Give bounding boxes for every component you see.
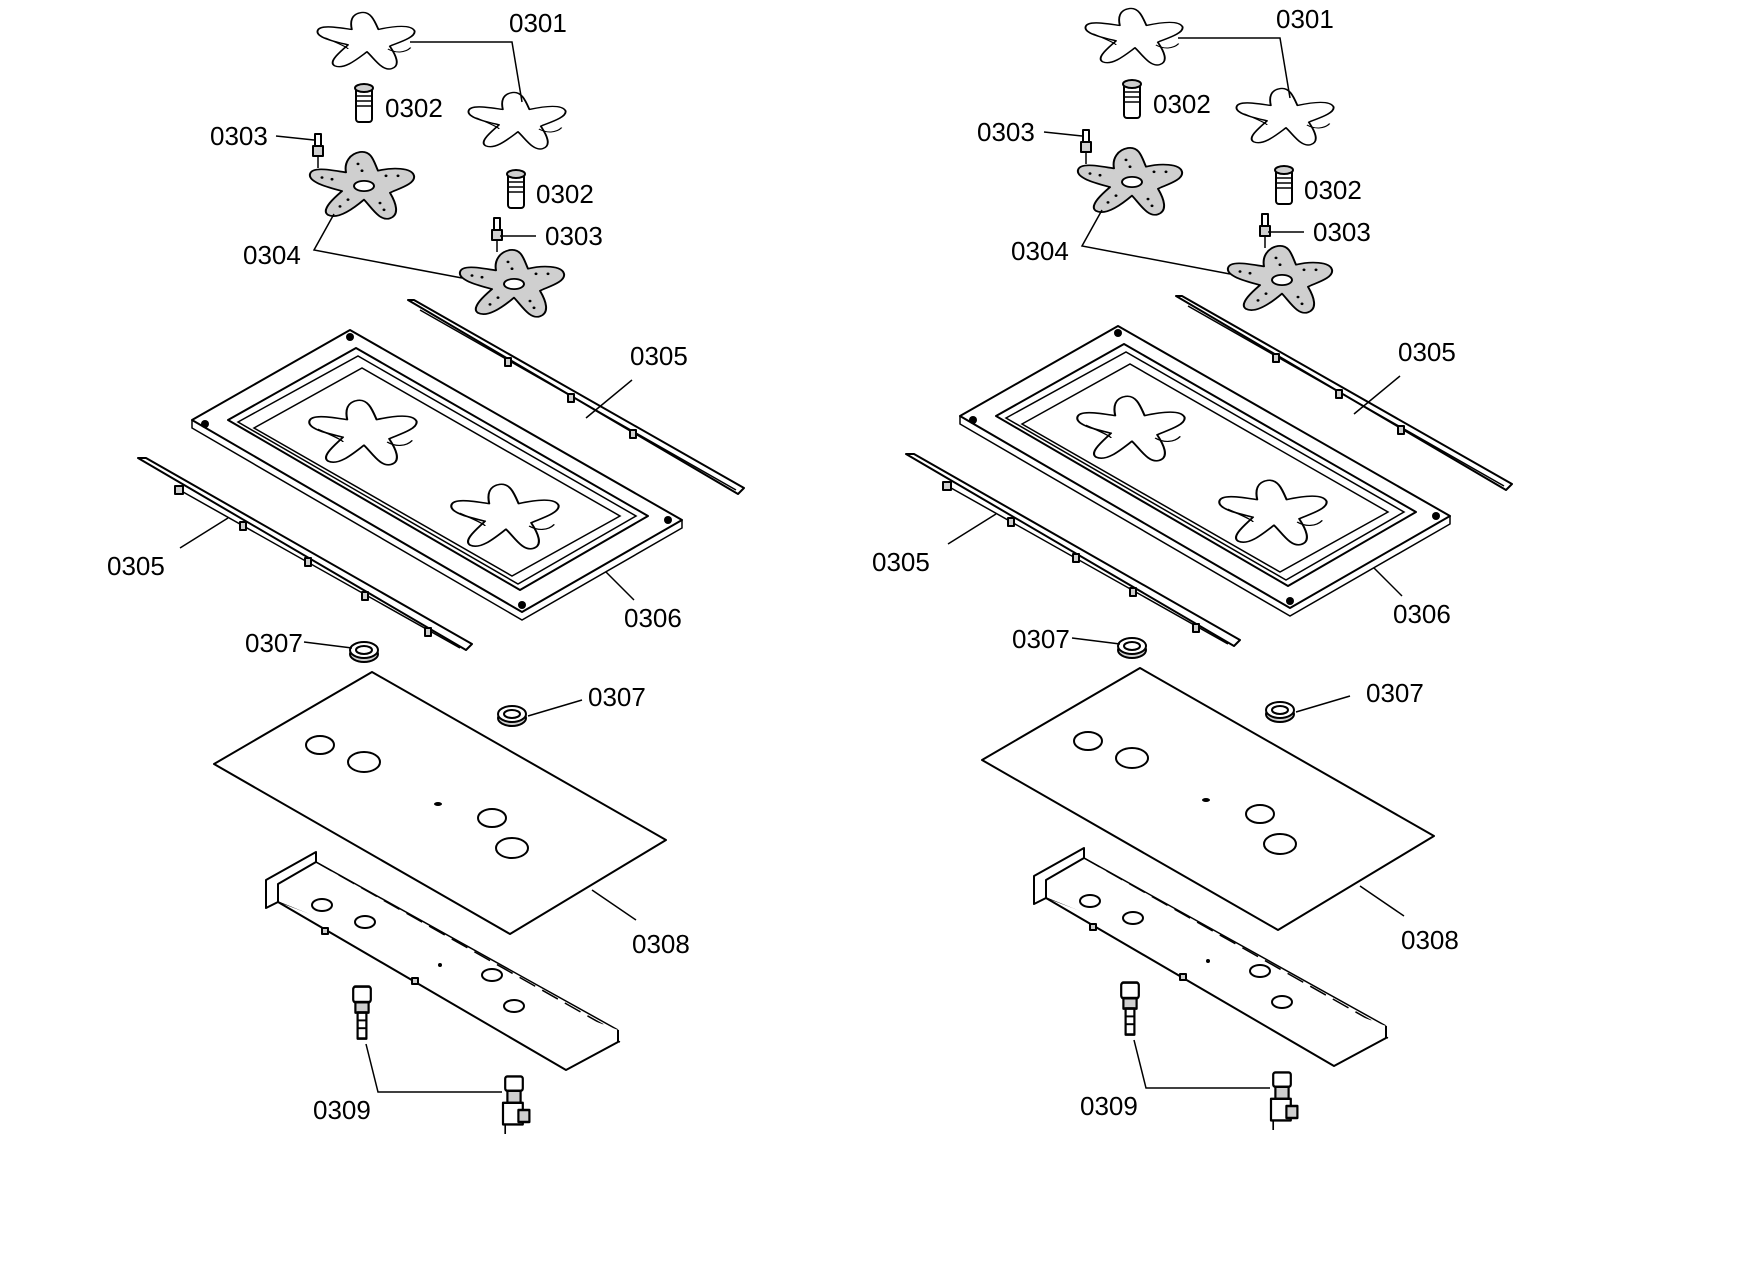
label-0302: 0302 [536,179,594,209]
label-0306: 0306 [1393,599,1451,629]
label-0303: 0303 [210,121,268,151]
label-0307: 0307 [1012,624,1070,654]
right-view [906,8,1512,1130]
label-0305: 0305 [872,547,930,577]
label-0302: 0302 [1304,175,1362,205]
label-0308: 0308 [632,929,690,959]
label-0308: 0308 [1401,925,1459,955]
label-0301: 0301 [509,8,567,38]
label-0302: 0302 [385,93,443,123]
label-0305: 0305 [630,341,688,371]
label-0305: 0305 [107,551,165,581]
label-0302: 0302 [1153,89,1211,119]
label-0303: 0303 [545,221,603,251]
label-0303: 0303 [977,117,1035,147]
label-0307: 0307 [245,628,303,658]
label-0303: 0303 [1313,217,1371,247]
label-0305: 0305 [1398,337,1456,367]
label-0309: 0309 [1080,1091,1138,1121]
right-view-labels: 0301 0302 0302 0303 0303 0304 0305 0305 … [872,4,1459,1121]
label-0306: 0306 [624,603,682,633]
label-0309: 0309 [313,1095,371,1125]
label-0304: 0304 [1011,236,1069,266]
left-view-labels: 0301 0302 0302 0303 0303 0304 0305 0305 … [107,8,690,1125]
label-0307: 0307 [1366,678,1424,708]
label-0307: 0307 [588,682,646,712]
label-0304: 0304 [243,240,301,270]
label-0301: 0301 [1276,4,1334,34]
left-view [138,12,744,1134]
